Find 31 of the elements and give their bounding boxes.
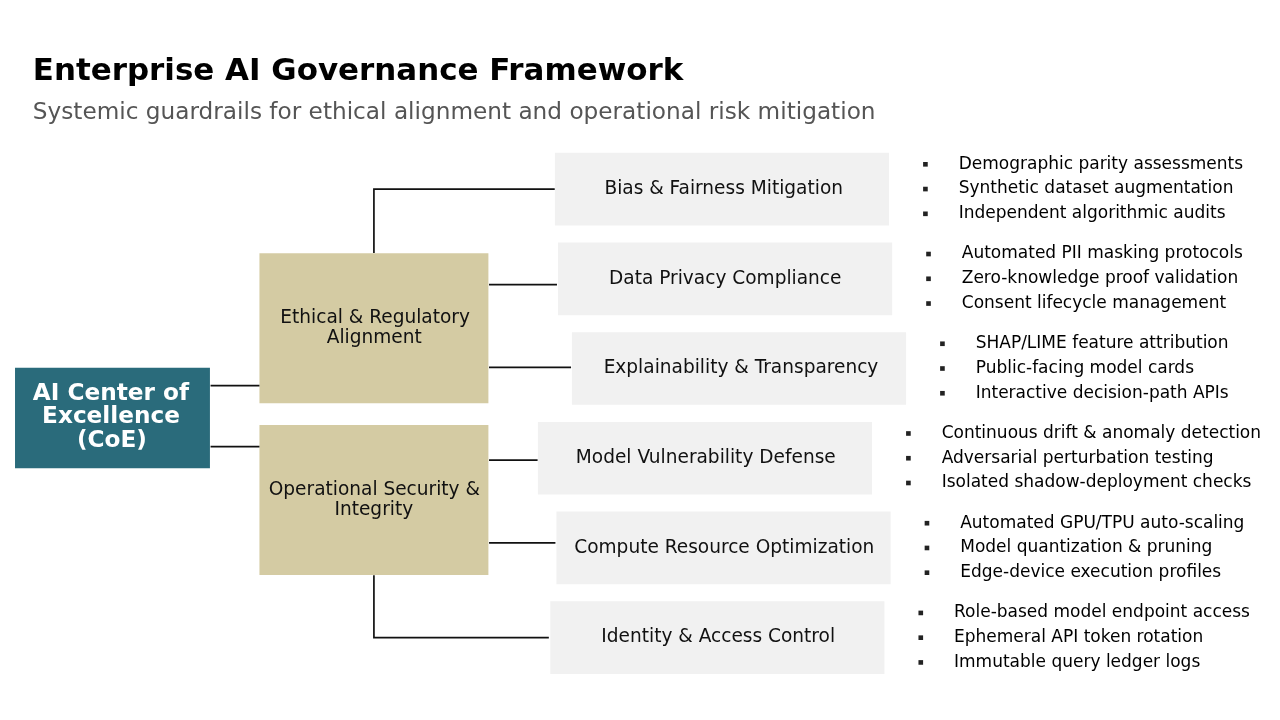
- node-label: Consent lifecycle management: [961, 291, 1227, 312]
- node-label: Isolated shadow-deployment checks: [941, 471, 1252, 492]
- node-label: Automated GPU/TPU auto-scaling: [960, 511, 1245, 532]
- node-box: Ethical & Regulatory Alignment: [259, 253, 489, 404]
- node-label: Role-based model endpoint access: [954, 601, 1250, 622]
- node-label: Zero-knowledge proof validation: [961, 267, 1239, 288]
- diagram-title: Enterprise AI Governance Framework: [32, 51, 684, 87]
- node-label: SHAP/LIME feature attribution: [975, 332, 1229, 353]
- connector: [488, 459, 539, 462]
- caption: Systemic guardrails for ethical alignment and operational risk mitigation: [32, 96, 876, 124]
- node-box: AI Center of Excellence (CoE): [15, 367, 210, 469]
- connector: [373, 574, 550, 639]
- connector: [488, 283, 558, 286]
- node-label: Immutable query ledger logs: [954, 650, 1201, 671]
- node-label: Ephemeral API token rotation: [954, 626, 1204, 647]
- connector: [488, 542, 557, 544]
- node-box: Operational Security & Integrity: [259, 424, 489, 576]
- connector: [373, 188, 556, 254]
- node-label: Interactive decision-path APIs: [975, 381, 1229, 402]
- node-label: Automated PII masking protocols: [961, 242, 1243, 263]
- connector: [209, 445, 261, 448]
- node-label: Continuous drift & anomaly detection: [941, 421, 1262, 442]
- node-label: Synthetic dataset augmentation: [958, 177, 1234, 198]
- node-label: Demographic parity assessments: [958, 152, 1244, 173]
- node-label: Independent algorithmic audits: [958, 202, 1226, 223]
- node-label: Edge-device execution profiles: [960, 561, 1222, 582]
- node-label: Model quantization & pruning: [960, 536, 1213, 557]
- connector: [209, 384, 261, 387]
- connector: [488, 366, 572, 369]
- node-label: Public-facing model cards: [975, 356, 1195, 377]
- node-label: Adversarial perturbation testing: [941, 446, 1214, 467]
